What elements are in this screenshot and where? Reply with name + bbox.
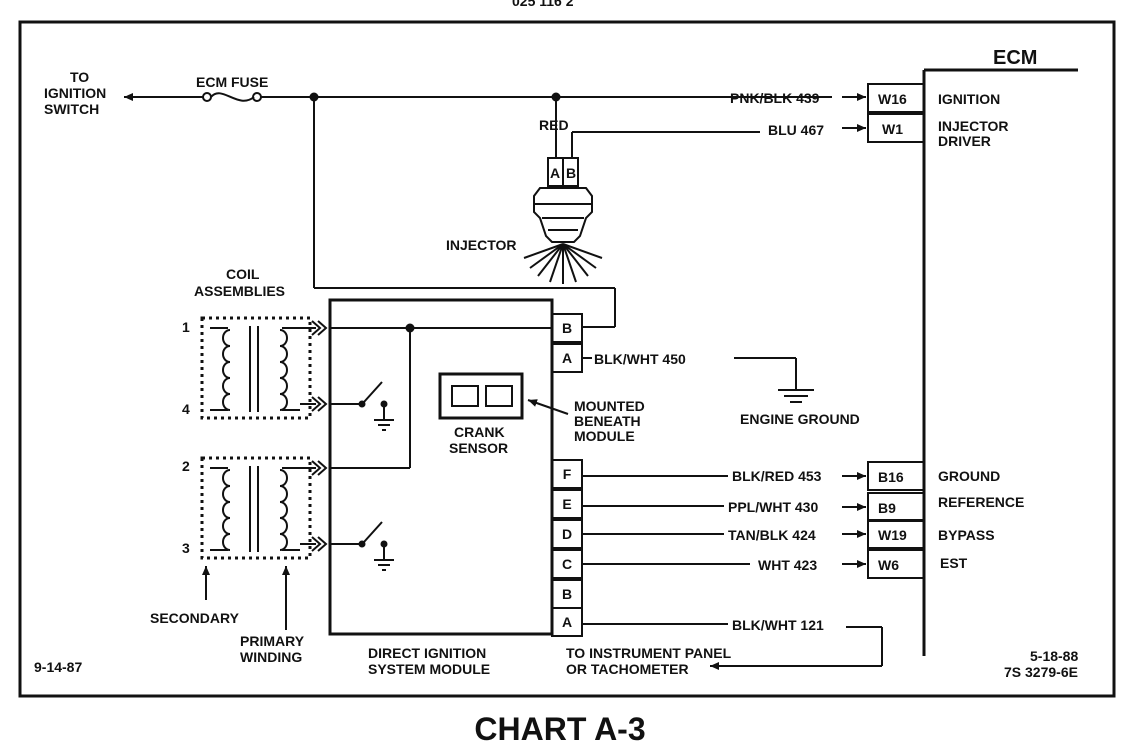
coil-terminal-4: 4: [182, 401, 190, 417]
module-pin-f-label: F: [563, 466, 572, 482]
module-pin-e-label: E: [562, 496, 571, 512]
ignition-feed: TO IGNITION SWITCH ECM FUSE PNK/BLK 439: [44, 69, 866, 328]
ecm-pin-w16: [867, 83, 925, 113]
coil-title-line1: COIL: [226, 266, 260, 282]
coil-terminal-1: 1: [182, 319, 190, 335]
wire-tan-blk-424: TAN/BLK 424: [728, 527, 816, 543]
doc-number: 7S 3279-6E: [1004, 664, 1078, 680]
fuse-terminal-right: [252, 92, 262, 102]
wire-wht-423: WHT 423: [758, 557, 817, 573]
ecm-block: ECM W16 W1 IGNITION INJECTOR DRIVER B16 …: [867, 47, 1078, 656]
crank-sensor-line1: CRANK: [454, 424, 505, 440]
primary-label-line1: PRIMARY: [240, 633, 305, 649]
injector-body-icon: [533, 187, 593, 243]
coil-2-connector: [300, 460, 328, 476]
chart-title: CHART A-3: [474, 711, 645, 747]
spray-icon: [523, 243, 603, 284]
instrument-panel-line1: TO INSTRUMENT PANEL: [566, 645, 732, 661]
engine-ground-label: ENGINE GROUND: [740, 411, 860, 427]
injector-terminal-b: B: [566, 165, 576, 181]
coil-terminal-3: 3: [182, 540, 190, 556]
module-pin-b-label: B: [562, 586, 572, 602]
fuse-icon: [210, 92, 255, 102]
coil-1-connector: [300, 320, 328, 336]
ecm-func-injector: INJECTOR: [938, 118, 1009, 134]
switch-2-icon: [363, 521, 383, 543]
injector-terminal-a: A: [550, 165, 560, 181]
coil-4-connector: [300, 396, 328, 412]
ecm-pin-w19-label: W19: [878, 527, 907, 543]
ecm-func-est: EST: [940, 555, 968, 571]
mounted-note-line2: BENEATH: [574, 413, 641, 429]
module-pin-d-label: D: [562, 526, 572, 542]
wire-blk-red-453: BLK/RED 453: [732, 468, 822, 484]
injector-assembly: RED BLU 467 A B INJECTOR: [446, 97, 866, 284]
coil-1-primary-winding: [279, 329, 288, 411]
crank-sensor-icon: [438, 372, 524, 420]
ecm-pin-w6-label: W6: [878, 557, 899, 573]
module-pin-f: [551, 459, 583, 489]
wire-blk-wht-121: BLK/WHT 121: [732, 617, 824, 633]
injector-wire-color: RED: [539, 117, 569, 133]
ecm-pin-w1: [867, 113, 925, 143]
coil-2-secondary-winding: [222, 469, 231, 551]
crank-sensor-line2: SENSOR: [449, 440, 508, 456]
ecm-func-ignition: IGNITION: [938, 91, 1000, 107]
mounted-note-line3: MODULE: [574, 428, 635, 444]
coil-terminal-2: 2: [182, 458, 190, 474]
instrument-panel-line2: OR TACHOMETER: [566, 661, 689, 677]
module-title-line1: DIRECT IGNITION: [368, 645, 486, 661]
module-pin-e: [551, 489, 583, 519]
coil-assemblies: COIL ASSEMBLIES 1 4 2 3 SECONDARY: [150, 266, 328, 665]
wire-pnk-blk-439: PNK/BLK 439: [730, 90, 820, 106]
ecm-func-bypass: BYPASS: [938, 527, 995, 543]
primary-label-line2: WINDING: [240, 649, 302, 665]
coil-title-line2: ASSEMBLIES: [194, 283, 285, 299]
wire-ppl-wht-430: PPL/WHT 430: [728, 499, 818, 515]
date-right: 5-18-88: [1030, 648, 1078, 664]
engine-ground: BLK/WHT 450 ENGINE GROUND: [582, 351, 860, 427]
ecm-func-ground: GROUND: [938, 468, 1000, 484]
date-left: 9-14-87: [34, 659, 82, 675]
diagram-frame: [18, 20, 1116, 698]
ecm-func-driver: DRIVER: [938, 133, 991, 149]
ecm-title: ECM: [993, 47, 1037, 69]
coil-1-housing: [200, 316, 312, 420]
module-title-line2: SYSTEM MODULE: [368, 661, 490, 677]
secondary-label: SECONDARY: [150, 610, 240, 626]
ecm-pin-b9-label: B9: [878, 500, 896, 516]
coil-2-primary-winding: [279, 469, 288, 551]
dis-module: B A F E D C B A: [328, 298, 645, 677]
wire-blu-467: BLU 467: [768, 122, 824, 138]
ecm-pin-b9: [867, 492, 925, 522]
ecm-pin-w1-label: W1: [882, 121, 903, 137]
ecm-pin-b16-label: B16: [878, 469, 904, 485]
ecm-pin-w6: [867, 549, 925, 579]
module-pin-a-label: A: [562, 614, 572, 630]
to-ignition-line3: SWITCH: [44, 101, 99, 117]
to-ignition-line2: IGNITION: [44, 85, 106, 101]
coil-3-connector: [300, 536, 328, 552]
to-ignition-line1: TO: [70, 69, 89, 85]
module-pin-top-b-label: B: [562, 320, 572, 336]
ecm-pin-b16: [867, 461, 925, 491]
injector-label: INJECTOR: [446, 237, 517, 253]
module-pin-a: [551, 607, 583, 637]
ecm-pin-w16-label: W16: [878, 91, 907, 107]
ecm-pin-w19: [867, 519, 925, 549]
ecm-fuse-label: ECM FUSE: [196, 74, 268, 90]
switch-1-icon: [363, 381, 383, 403]
coil-2-housing: [200, 456, 312, 560]
top-code: 025 116 2: [512, 0, 574, 9]
mounted-note-line1: MOUNTED: [574, 398, 645, 414]
wire-blk-wht-450: BLK/WHT 450: [594, 351, 686, 367]
module-pin-top-a-label: A: [562, 350, 572, 366]
module-ecm-wires: BLK/RED 453 PPL/WHT 430 TAN/BLK 424 WHT …: [566, 468, 883, 677]
coil-1-secondary-winding: [222, 329, 231, 411]
module-pin-c-label: C: [562, 556, 572, 572]
fuse-terminal-left: [202, 92, 212, 102]
ecm-func-reference: REFERENCE: [938, 494, 1024, 510]
